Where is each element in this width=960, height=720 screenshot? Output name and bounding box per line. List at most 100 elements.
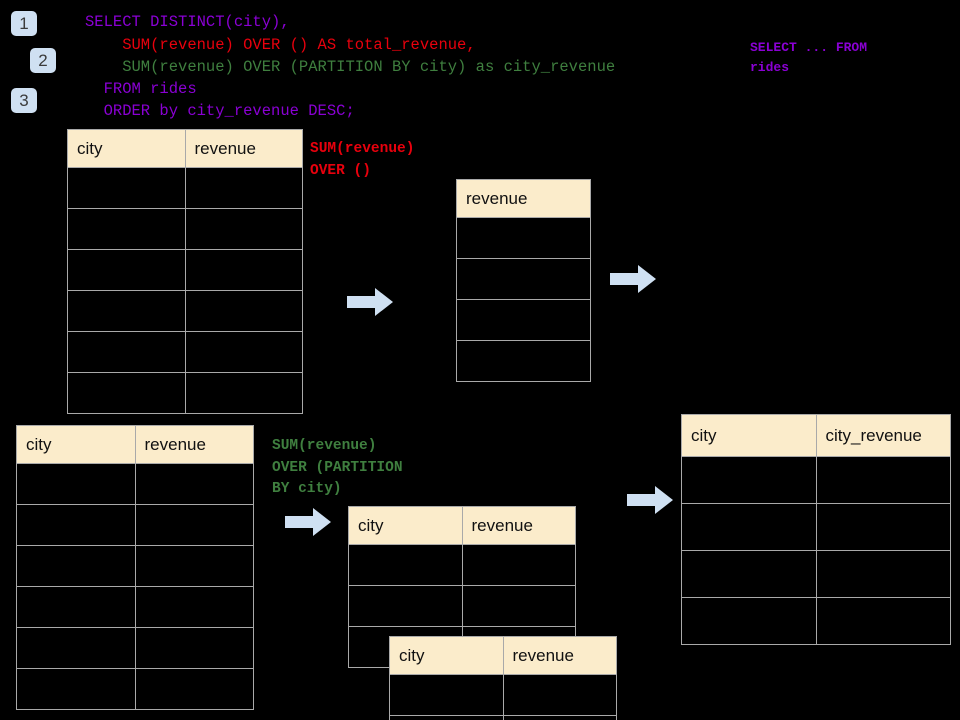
column-header: city <box>681 414 817 457</box>
column-header: revenue <box>502 636 617 675</box>
table-cell <box>681 503 817 551</box>
table-row <box>456 299 591 341</box>
sql-line-total-revenue: SUM(revenue) OVER () AS total_revenue, <box>85 36 476 54</box>
table-cell <box>815 597 951 645</box>
table-cell <box>456 340 591 382</box>
table-cell <box>67 331 186 373</box>
table-cell <box>16 545 136 587</box>
step-badge-3: 3 <box>11 88 37 113</box>
table-cell <box>134 545 254 587</box>
table-cell <box>67 167 186 209</box>
table-cell <box>502 674 617 716</box>
table-cell <box>456 299 591 341</box>
table-cell <box>815 503 951 551</box>
snippet-select-from: SELECT ... FROM <box>750 40 868 55</box>
step-badge-2: 2 <box>30 48 56 73</box>
annotation-total-revenue: SUM(revenue) OVER () <box>310 141 415 179</box>
table-row <box>681 503 951 551</box>
table-cell <box>348 585 463 627</box>
sql-line-city-revenue: SUM(revenue) OVER (PARTITION BY city) as… <box>85 58 616 76</box>
table-row <box>456 340 591 382</box>
table-cell <box>815 456 951 504</box>
sql-line-select: SELECT DISTINCT(city), <box>85 13 290 31</box>
table-row <box>16 545 254 587</box>
table-row <box>67 167 303 209</box>
table-cell <box>16 463 136 505</box>
table-cell <box>67 372 186 414</box>
table-cell <box>67 290 186 332</box>
table-cell <box>815 550 951 598</box>
table-cell <box>184 167 303 209</box>
table-cell <box>184 249 303 291</box>
table-cell <box>184 208 303 250</box>
arrow-source-to-partition <box>285 508 331 536</box>
table-row <box>16 627 254 669</box>
total-revenue-table: revenue <box>456 179 591 382</box>
table-row <box>67 208 303 250</box>
table-cell <box>134 586 254 628</box>
column-header: revenue <box>461 506 576 545</box>
table-row <box>348 585 576 627</box>
table-row <box>389 674 617 716</box>
table-cell <box>461 544 576 586</box>
table-cell <box>389 674 504 716</box>
table-cell <box>389 715 504 720</box>
table-row <box>67 372 303 414</box>
table-body: revenue <box>456 179 591 382</box>
table-cell <box>184 290 303 332</box>
table-cell <box>134 504 254 546</box>
arrow-source-to-total <box>347 288 393 316</box>
table-header-row: revenue <box>456 179 591 218</box>
table-cell <box>456 258 591 300</box>
table-row <box>348 544 576 586</box>
column-header: city <box>67 129 186 168</box>
table-cell <box>16 668 136 710</box>
table-cell <box>184 331 303 373</box>
table-cell <box>184 372 303 414</box>
table-row <box>67 249 303 291</box>
table-row <box>67 331 303 373</box>
table-row <box>16 586 254 628</box>
table-row <box>681 456 951 504</box>
table-cell <box>456 217 591 259</box>
table-cell <box>134 627 254 669</box>
column-header: city <box>389 636 504 675</box>
arrow-total-to-result <box>610 265 656 293</box>
table-row <box>16 504 254 546</box>
arrow-partition-to-result <box>627 486 673 514</box>
table-row <box>67 290 303 332</box>
table-row <box>681 597 951 645</box>
table-row <box>16 668 254 710</box>
column-header: city <box>348 506 463 545</box>
table-cell <box>67 208 186 250</box>
table-cell <box>461 585 576 627</box>
table-cell <box>348 544 463 586</box>
step-badge-1: 1 <box>11 11 37 36</box>
column-header: revenue <box>456 179 591 218</box>
sql-line-order-by: ORDER by city_revenue DESC; <box>85 102 355 120</box>
column-header: city <box>16 425 136 464</box>
column-header: city_revenue <box>815 414 951 457</box>
annotation-city-revenue: SUM(revenue) OVER (PARTITION BY city) <box>272 438 403 497</box>
table-cell <box>16 586 136 628</box>
table-cell <box>134 463 254 505</box>
table-cell <box>681 597 817 645</box>
sql-line-from: FROM rides <box>85 80 197 98</box>
table-cell <box>681 550 817 598</box>
table-cell <box>16 504 136 546</box>
table-row <box>456 217 591 259</box>
table-row <box>456 258 591 300</box>
column-header: revenue <box>184 129 303 168</box>
